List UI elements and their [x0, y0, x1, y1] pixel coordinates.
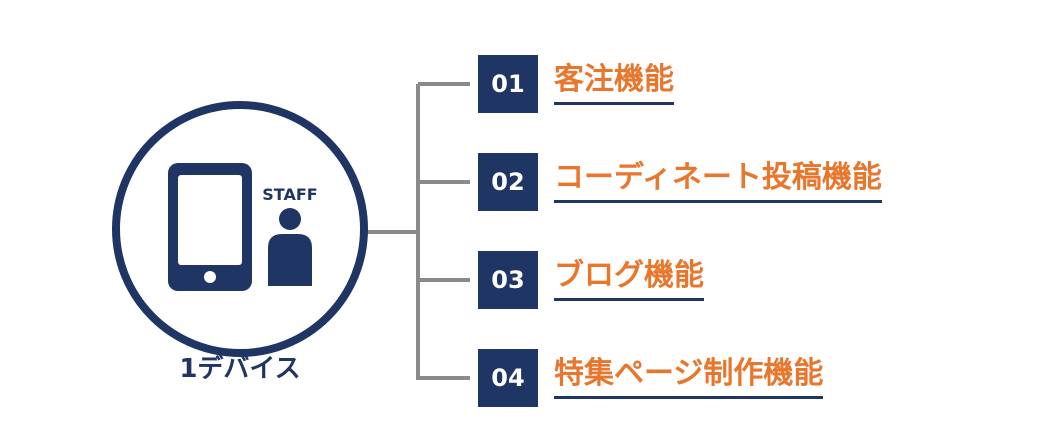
feature-number: 01: [478, 55, 538, 113]
feature-number: 04: [478, 349, 538, 407]
tablet-icon: [168, 163, 252, 291]
feature-title: ブログ機能: [554, 259, 704, 301]
feature-number: 03: [478, 251, 538, 309]
feature-item-04: 04 特集ページ制作機能: [478, 349, 824, 407]
feature-title: コーディネート投稿機能: [554, 161, 882, 203]
feature-item-03: 03 ブログ機能: [478, 251, 704, 309]
staff-badge: STAFF: [262, 185, 317, 204]
feature-number: 02: [478, 153, 538, 211]
feature-item-02: 02 コーディネート投稿機能: [478, 153, 882, 211]
feature-title: 特集ページ制作機能: [554, 357, 824, 399]
person-icon: [268, 208, 312, 286]
device-label: 1デバイス: [179, 354, 301, 384]
connector-lines: [360, 82, 470, 380]
feature-title: 客注機能: [554, 63, 674, 105]
feature-item-01: 01 客注機能: [478, 55, 674, 113]
